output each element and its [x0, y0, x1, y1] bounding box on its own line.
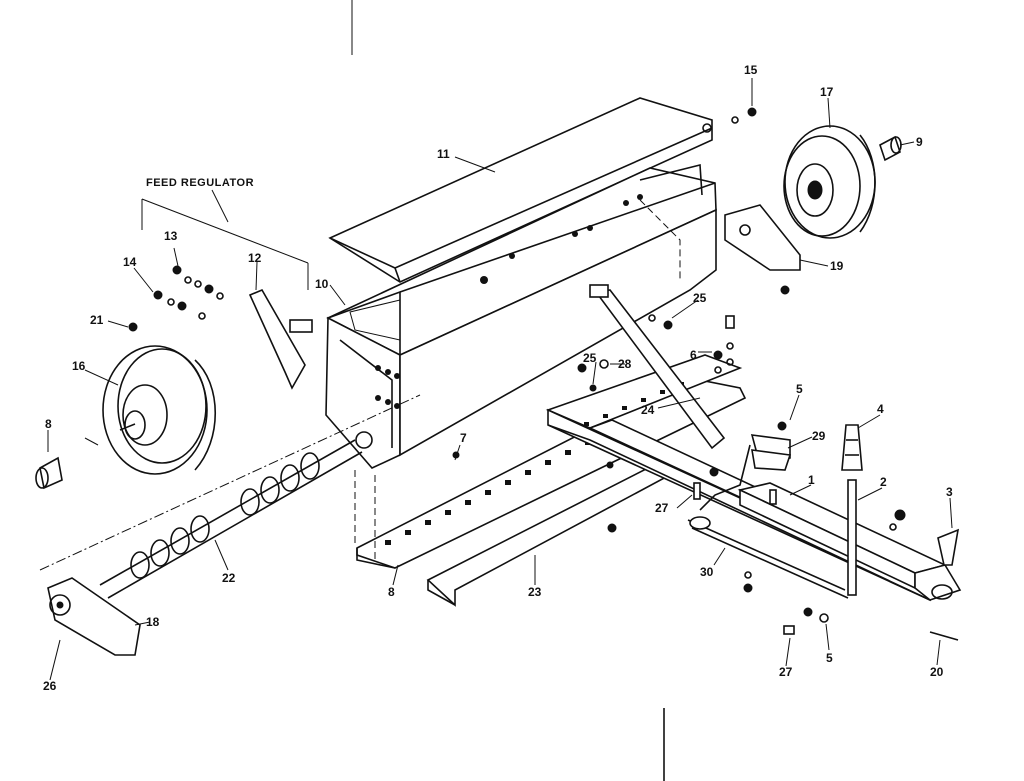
wheel-left	[102, 345, 217, 475]
callout-9: 9	[916, 135, 923, 149]
agitator-shaft	[39, 394, 421, 599]
wheel-right	[783, 125, 876, 239]
brace-arm	[589, 284, 726, 450]
hub-cap-right	[879, 135, 902, 162]
callout-3: 3	[946, 485, 953, 499]
lever-bracket	[750, 434, 792, 471]
hopper-lid	[328, 97, 713, 283]
leader-lines	[47, 78, 953, 681]
wheel-bracket-right	[724, 204, 801, 271]
callout-28: 28	[618, 357, 632, 371]
callout-29: 29	[812, 429, 826, 443]
seed-channel	[354, 377, 747, 569]
callout-15: 15	[744, 63, 758, 77]
callout-23: 23	[528, 585, 542, 599]
callout-14: 14	[123, 255, 137, 269]
callout-22: 22	[222, 571, 236, 585]
callout-7: 7	[460, 431, 467, 445]
hopper-fasteners	[375, 194, 643, 409]
callout-16: 16	[72, 359, 86, 373]
hitch-tongue	[737, 482, 962, 601]
callout-5a: 5	[796, 382, 803, 396]
callout-4: 4	[877, 402, 884, 416]
callout-5b: 5	[826, 651, 833, 665]
callout-24: 24	[641, 403, 655, 417]
callout-30: 30	[700, 565, 714, 579]
callout-8b: 8	[45, 417, 52, 431]
feed-regulator-title: FEED REGULATOR	[146, 177, 254, 189]
fasteners	[84, 107, 960, 641]
link-rod	[687, 444, 849, 599]
callout-1: 1	[808, 473, 815, 487]
callout-25b: 25	[583, 351, 597, 365]
callout-17: 17	[820, 85, 834, 99]
callout-20: 20	[930, 665, 944, 679]
callout-27b: 27	[779, 665, 793, 679]
callout-12: 12	[248, 251, 262, 265]
callout-18: 18	[146, 615, 160, 629]
hopper-box	[325, 163, 717, 469]
callout-26: 26	[43, 679, 57, 693]
callout-8a: 8	[388, 585, 395, 599]
hub-cap-left	[35, 456, 63, 490]
axle-bracket-left	[47, 577, 141, 656]
callout-2: 2	[880, 475, 887, 489]
callout-11: 11	[437, 147, 450, 161]
callout-10: 10	[315, 277, 329, 291]
callout-21: 21	[90, 313, 104, 327]
callout-25a: 25	[693, 291, 707, 305]
adjustment-lever	[841, 424, 863, 596]
callout-19: 19	[830, 259, 844, 273]
callout-27a: 27	[655, 501, 669, 515]
lower-channel	[426, 467, 670, 607]
feed-regulator-gate	[248, 288, 313, 390]
callout-6: 6	[690, 348, 697, 362]
callout-13: 13	[164, 229, 178, 243]
part-callouts: 1 2 3 4 5 5 6 7 8 8 9 10 11 12 13 14 15 …	[43, 63, 953, 693]
